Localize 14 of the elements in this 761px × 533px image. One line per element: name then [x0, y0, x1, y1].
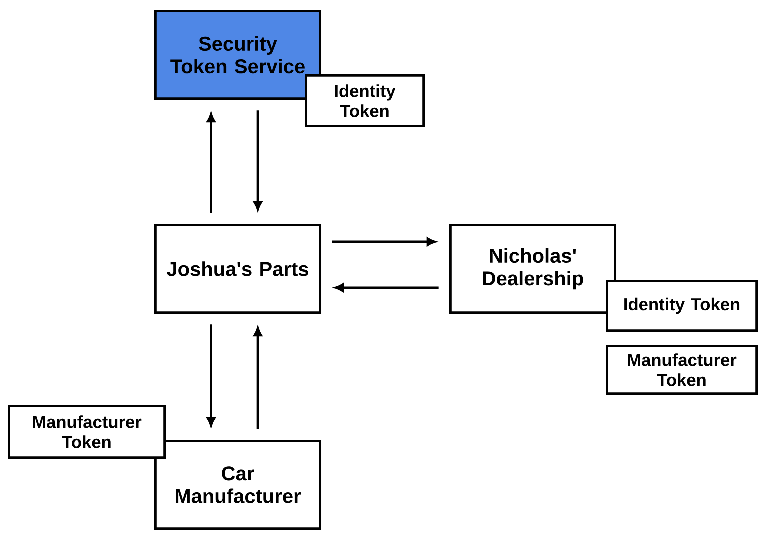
process-box: Car Manufacturer — [154, 440, 322, 530]
token-box: Manufacturer Token — [8, 405, 166, 459]
arrow — [332, 238, 436, 246]
arrow — [207, 114, 216, 214]
arrow — [207, 324, 216, 426]
service-box: Security Token Service — [154, 10, 322, 100]
arrow — [335, 284, 439, 292]
token-box: Identity Token — [606, 280, 758, 332]
process-box: Joshua's Parts — [154, 224, 322, 314]
process-box: Nicholas' Dealership — [450, 224, 616, 314]
token-box: Manufacturer Token — [606, 345, 758, 395]
arrow — [254, 328, 262, 430]
token-box: Identity Token — [305, 74, 425, 128]
arrow — [254, 110, 262, 210]
